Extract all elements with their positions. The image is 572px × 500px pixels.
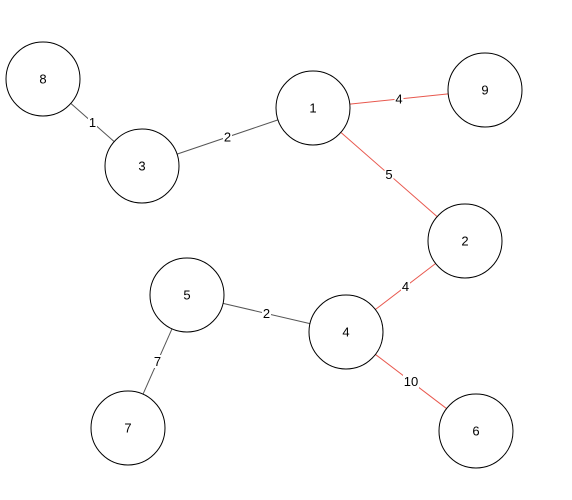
node-circle[interactable]	[438, 393, 514, 469]
node-circle[interactable]	[275, 70, 351, 146]
edge-weight-label: 1	[89, 115, 96, 130]
node-3[interactable]: 3	[104, 128, 180, 204]
edges-layer: 1 2 4 5 4 2 7 10	[70, 92, 449, 409]
edge-weight-label: 4	[395, 92, 402, 107]
node-label: 1	[309, 101, 316, 116]
edge-weight-background	[88, 116, 97, 129]
edge-weight-background	[153, 355, 162, 368]
edge-weight-label: 2	[224, 130, 231, 145]
node-circle[interactable]	[447, 52, 523, 128]
edge-5-7: 7	[142, 328, 173, 395]
edge-weight-label: 10	[404, 374, 418, 389]
node-label: 8	[39, 72, 46, 87]
edge-weight-label: 5	[385, 167, 392, 182]
node-4[interactable]: 4	[308, 294, 384, 370]
node-circle[interactable]	[149, 257, 225, 333]
edge-weight-background	[262, 307, 271, 320]
edge-1-9: 4	[349, 92, 449, 107]
node-circle[interactable]	[427, 203, 503, 279]
node-9[interactable]: 9	[447, 52, 523, 128]
node-label: 9	[481, 83, 488, 98]
node-2[interactable]: 2	[427, 203, 503, 279]
nodes-layer: 8 3 1 9 2 5 4 7 6	[5, 41, 523, 469]
node-circle[interactable]	[308, 294, 384, 370]
edge-weight-label: 7	[154, 354, 161, 369]
edge-weight-background	[384, 168, 394, 181]
edge-weight-label: 4	[402, 279, 409, 294]
edge-weight-label: 2	[263, 306, 270, 321]
edge-2-4: 4	[375, 263, 436, 310]
node-5[interactable]: 5	[149, 257, 225, 333]
node-7[interactable]: 7	[90, 390, 166, 466]
edge-8-3: 1	[70, 103, 115, 142]
node-label: 7	[124, 421, 131, 436]
edge-weight-background	[403, 375, 419, 388]
edge-weight-background	[394, 92, 404, 106]
node-8[interactable]: 8	[5, 41, 81, 117]
node-1[interactable]: 1	[275, 70, 351, 146]
node-circle[interactable]	[104, 128, 180, 204]
edge-weight-background	[223, 130, 232, 144]
node-label: 2	[461, 234, 468, 249]
node-label: 4	[342, 325, 349, 340]
edge-1-2: 5	[340, 131, 438, 218]
edge-4-6: 10	[375, 354, 447, 409]
node-6[interactable]: 6	[438, 393, 514, 469]
edge-3-1: 2	[176, 119, 279, 155]
node-label: 5	[183, 288, 190, 303]
node-label: 6	[472, 424, 479, 439]
node-label: 3	[138, 159, 145, 174]
edge-weight-background	[401, 280, 410, 293]
edge-5-4: 2	[222, 302, 311, 325]
node-circle[interactable]	[5, 41, 81, 117]
node-circle[interactable]	[90, 390, 166, 466]
